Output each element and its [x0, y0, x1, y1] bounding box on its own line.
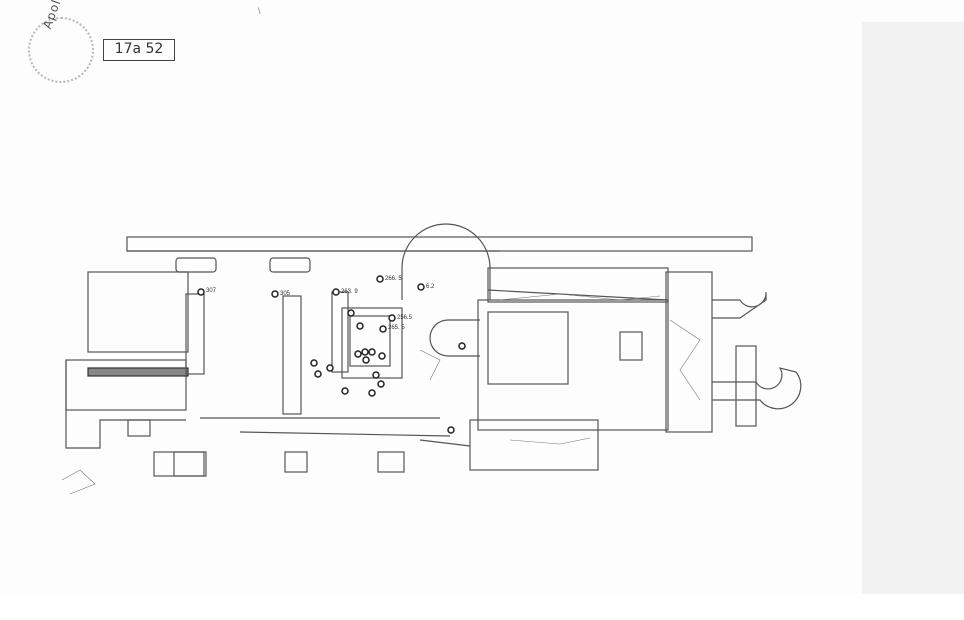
survey-point-label: 265. 5 [388, 325, 405, 331]
bottom-margin [0, 594, 964, 620]
survey-point [388, 314, 396, 322]
survey-point [354, 350, 362, 358]
survey-point [326, 364, 334, 372]
survey-point [377, 380, 385, 388]
survey-point [347, 309, 355, 317]
survey-point-label: 6.2 [426, 284, 435, 290]
survey-point [271, 290, 279, 298]
survey-points: 307 305 263. 9 266. 5 6.2 256.5 265. 5 [197, 275, 466, 434]
survey-point [379, 325, 387, 333]
foundation-block-3 [377, 451, 405, 473]
survey-point [197, 288, 205, 296]
room-south-east [469, 419, 599, 471]
survey-point [372, 371, 380, 379]
survey-point [447, 426, 455, 434]
archive-stamp [28, 17, 94, 83]
survey-point-label: 266. 5 [385, 276, 402, 282]
margin-mark: \ [258, 6, 261, 16]
foundation-block-2 [284, 451, 308, 473]
survey-point [361, 348, 369, 356]
niche [429, 319, 449, 357]
pillar-2 [282, 295, 302, 415]
sheet-number-label: 17a 52 [103, 39, 175, 61]
survey-point [376, 275, 384, 283]
survey-point [341, 387, 349, 395]
survey-point [362, 356, 370, 364]
scan-edge-strip [862, 22, 964, 594]
survey-point [356, 322, 364, 330]
survey-point [417, 283, 425, 291]
survey-point [332, 288, 340, 296]
rubble-hatching [61, 293, 701, 495]
room-west [87, 271, 189, 353]
survey-point [368, 348, 376, 356]
survey-point [368, 389, 376, 397]
room-east [477, 299, 669, 431]
survey-point [314, 370, 322, 378]
survey-point-label: 263. 9 [341, 289, 358, 295]
survey-point [310, 359, 318, 367]
wall-top-band [126, 236, 753, 252]
apse [401, 223, 491, 300]
survey-point-label: 307 [206, 288, 217, 294]
pillar-1 [185, 293, 205, 375]
survey-point [378, 352, 386, 360]
foundation-block-1 [153, 451, 207, 477]
survey-point-label: 256.5 [397, 315, 413, 321]
survey-point-label: 305 [280, 291, 291, 297]
room-central [341, 307, 403, 379]
survey-point [458, 342, 466, 350]
